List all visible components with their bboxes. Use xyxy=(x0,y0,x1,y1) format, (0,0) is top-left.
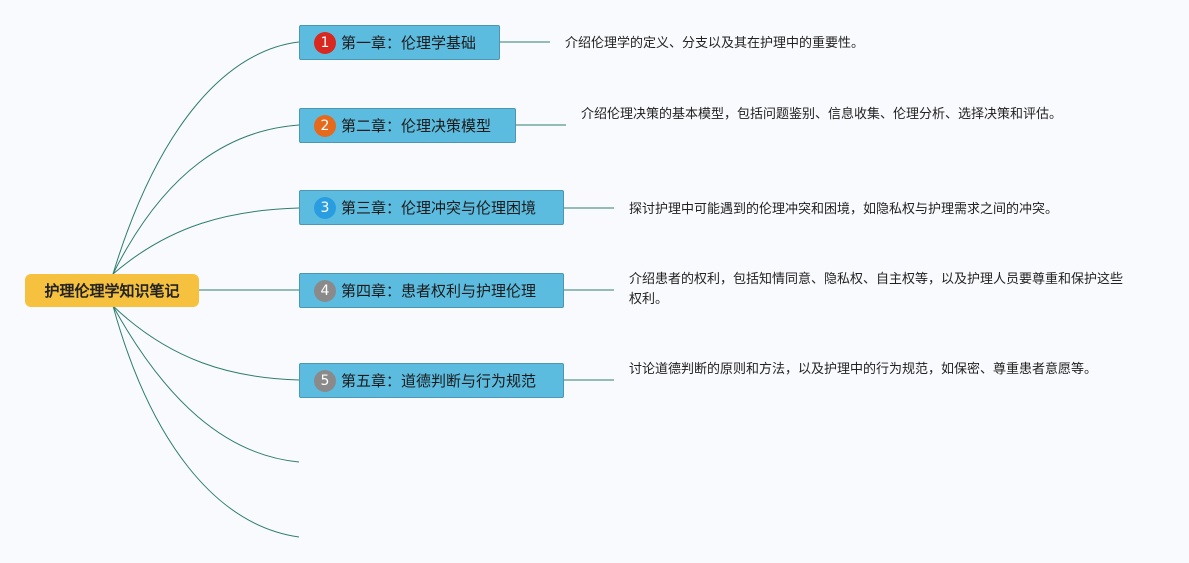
chapter-4-description[interactable]: 介绍患者的权利，包括知情同意、隐私权、自主权等，以及护理人员要尊重和保护这些权利… xyxy=(629,272,1124,307)
root-to-chapter-2-line xyxy=(112,124,300,275)
chapter-4-label: 第四章：患者权利与护理伦理 xyxy=(341,282,537,300)
chapter-3-description[interactable]: 探讨护理中可能遇到的伦理冲突和困境，如隐私权与护理需求之间的冲突。 xyxy=(629,202,1059,217)
chapter-5-node[interactable]: 5 第五章：道德判断与行为规范 xyxy=(299,363,564,398)
chapter-1-description[interactable]: 介绍伦理学的定义、分支以及其在护理中的重要性。 xyxy=(565,36,865,51)
number-2-badge-icon: 2 xyxy=(314,114,336,137)
number-4-badge-icon: 4 xyxy=(314,279,336,302)
number-5-badge-icon: 5 xyxy=(314,369,336,392)
chapter-2-node[interactable]: 2 第二章：伦理决策模型 xyxy=(299,108,516,143)
chapter-3-label: 第三章：伦理冲突与伦理困境 xyxy=(341,199,537,217)
chapter-5-description[interactable]: 讨论道德判断的原则和方法，以及护理中的行为规范，如保密、尊重患者意愿等。 xyxy=(629,362,1098,377)
number-3-badge-icon: 3 xyxy=(314,196,336,219)
root-to-chapter-5-line xyxy=(112,305,300,381)
root-to-empty-branch-2-line xyxy=(112,305,300,538)
chapter-5-label: 第五章：道德判断与行为规范 xyxy=(341,372,537,390)
chapter-3-node[interactable]: 3 第三章：伦理冲突与伦理困境 xyxy=(299,190,564,225)
chapter-1-label: 第一章：伦理学基础 xyxy=(341,34,477,52)
root-to-empty-branch-1-line xyxy=(112,305,300,463)
number-1-badge-icon: 1 xyxy=(314,31,336,54)
root-to-chapter-1-line xyxy=(112,41,300,275)
chapter-4-node[interactable]: 4 第四章：患者权利与护理伦理 xyxy=(299,273,564,308)
root-topic[interactable]: 护理伦理学知识笔记 xyxy=(25,274,199,307)
root-to-chapter-3-line xyxy=(112,207,300,275)
chapter-2-description[interactable]: 介绍伦理决策的基本模型，包括问题鉴别、信息收集、伦理分析、选择决策和评估。 xyxy=(581,107,1063,122)
chapter-2-label: 第二章：伦理决策模型 xyxy=(341,117,492,135)
chapter-1-node[interactable]: 1 第一章：伦理学基础 xyxy=(299,25,500,60)
